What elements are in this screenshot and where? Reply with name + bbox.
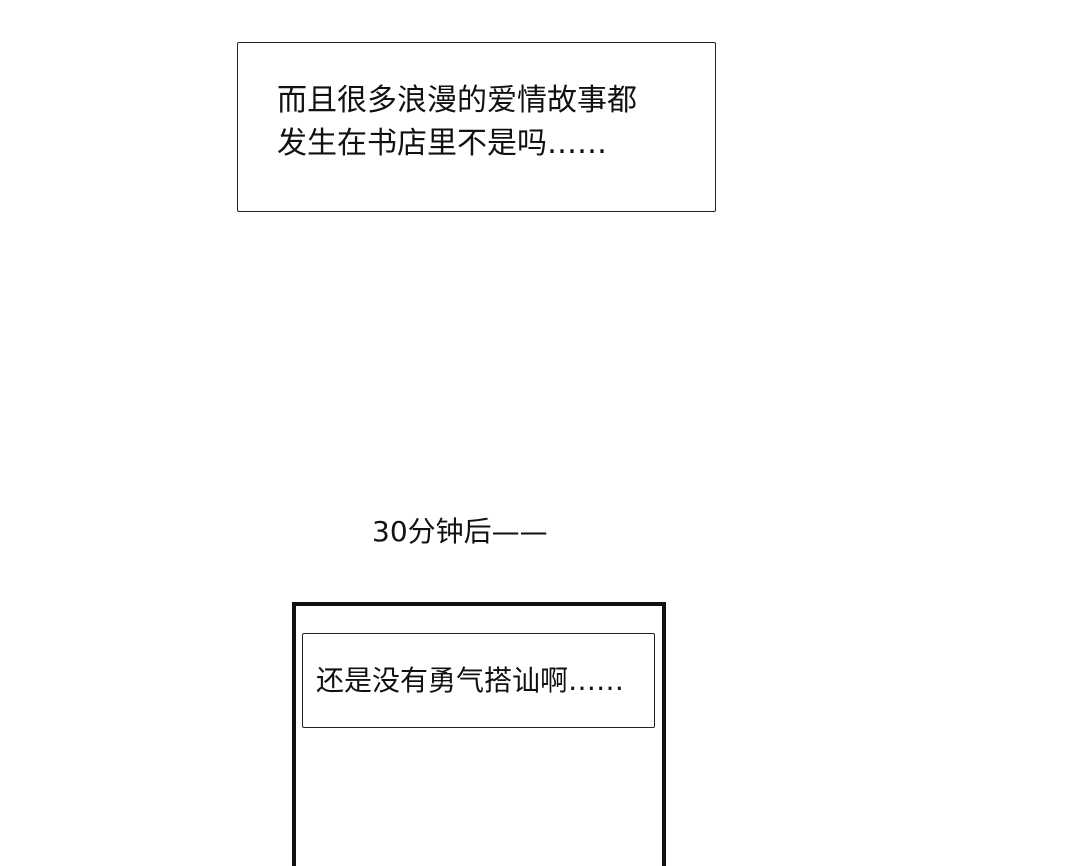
time-skip-caption: 30分钟后—— <box>372 515 548 548</box>
panel-narration-text: 还是没有勇气搭讪啊…… <box>316 664 625 697</box>
narration-box-top: 而且很多浪漫的爱情故事都 发生在书店里不是吗…… <box>237 42 716 212</box>
comic-panel <box>292 602 666 866</box>
narration-line-2: 发生在书店里不是吗…… <box>277 126 607 161</box>
panel-narration-box: 还是没有勇气搭讪啊…… <box>302 633 655 728</box>
narration-line-1: 而且很多浪漫的爱情故事都 <box>277 83 637 118</box>
